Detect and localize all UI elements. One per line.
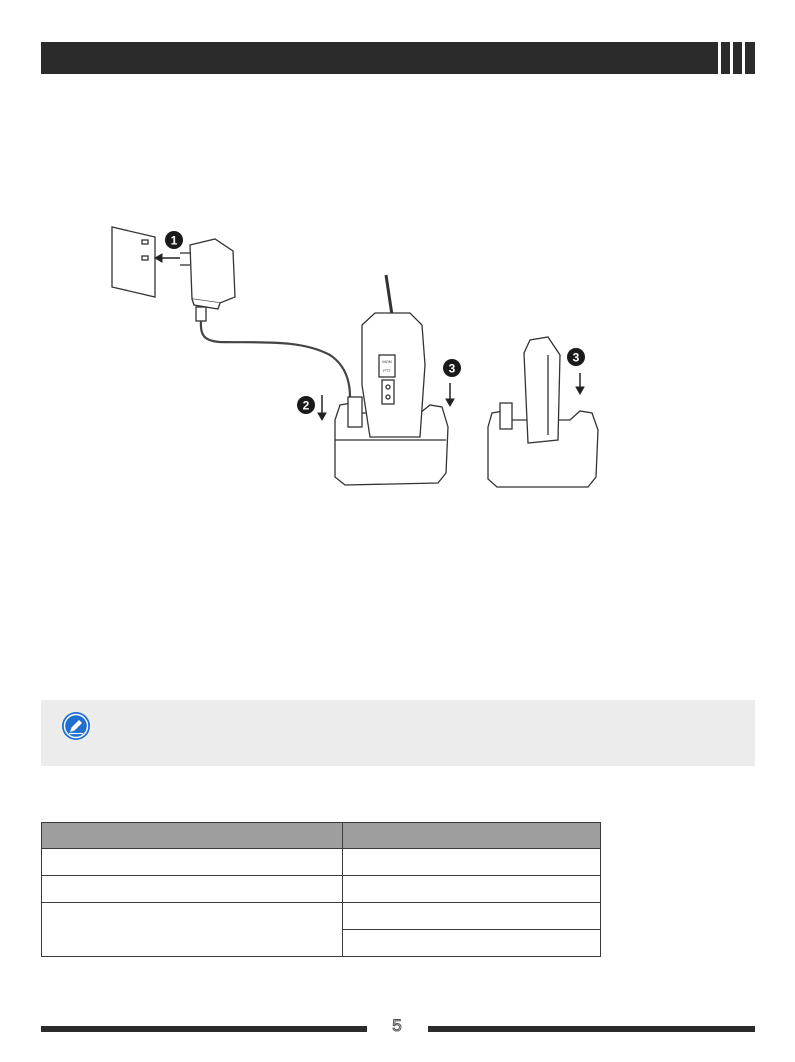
radio-ptt-button: PTT xyxy=(383,368,391,373)
charging-illustration: 1 2 MON PTT 3 xyxy=(111,226,599,488)
spec-table xyxy=(41,822,601,957)
battery-in-charger xyxy=(523,336,561,444)
table-header-cell xyxy=(41,822,343,849)
table-row xyxy=(41,902,601,957)
pencil-note-icon xyxy=(62,712,90,740)
table-cell xyxy=(342,875,601,903)
header-decor-block xyxy=(721,42,730,74)
table-cell xyxy=(342,902,601,930)
note-box xyxy=(41,700,755,766)
table-row xyxy=(42,929,601,957)
step-3-arrow-left xyxy=(445,383,455,408)
step-3-label-left: 3 xyxy=(449,362,456,376)
header-decor-block xyxy=(745,42,755,74)
power-adapter xyxy=(180,238,236,322)
charger-base-right xyxy=(487,402,599,488)
table-header-cell xyxy=(342,822,601,849)
table-cell xyxy=(41,902,343,957)
step-2-badge: 2 xyxy=(297,396,315,414)
header-bar xyxy=(41,42,718,74)
wall-socket xyxy=(111,226,156,298)
footer-line-left xyxy=(41,1026,367,1032)
table-header-row xyxy=(41,822,601,849)
step-3-badge-right: 3 xyxy=(567,348,585,366)
table-row xyxy=(41,875,601,903)
table-cell xyxy=(342,848,601,876)
charging-cable xyxy=(199,320,352,398)
plug-arrow xyxy=(153,253,180,263)
step-2-arrow xyxy=(317,395,327,422)
page-number: 5 xyxy=(392,1016,402,1036)
table-cell xyxy=(342,929,601,957)
header-decor-block xyxy=(733,42,742,74)
step-2-label: 2 xyxy=(303,399,310,413)
step-1-badge: 1 xyxy=(165,231,183,249)
table-row xyxy=(41,848,601,876)
table-cell xyxy=(41,848,343,876)
step-1-label: 1 xyxy=(171,234,178,248)
radio-in-charger xyxy=(361,274,426,438)
radio-mon-button: MON xyxy=(382,359,391,364)
table-cell xyxy=(41,875,343,903)
footer-line-right xyxy=(428,1026,755,1032)
step-3-label-right: 3 xyxy=(573,351,580,365)
step-3-arrow-right xyxy=(575,373,585,396)
step-3-badge-left: 3 xyxy=(443,359,461,377)
